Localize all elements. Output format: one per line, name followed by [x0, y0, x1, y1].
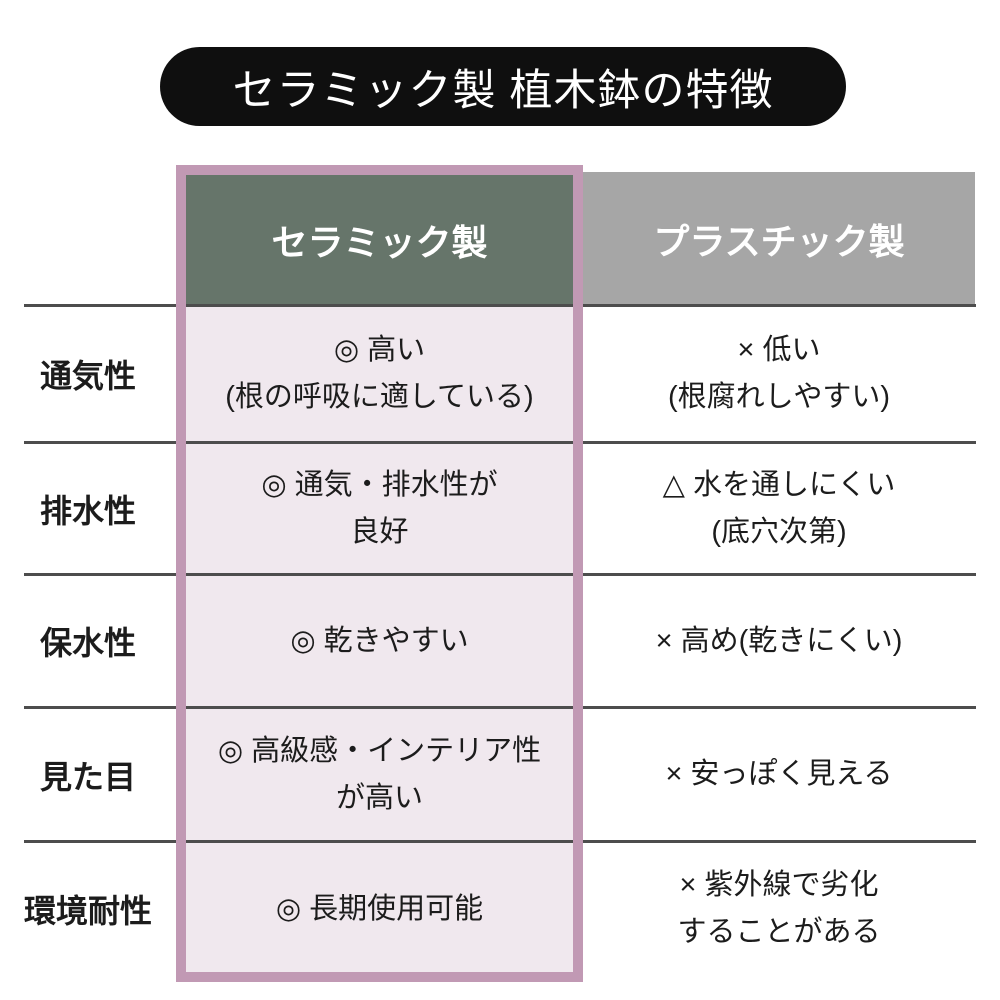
divider-row-1 [24, 441, 976, 444]
cell-ceramic-drainage: ◎ 通気・排水性が 良好 [186, 444, 573, 573]
cell-plastic-breathability: × 低い (根腐れしやすい) [583, 307, 975, 441]
row-label-drainage: 排水性 [39, 492, 136, 529]
cell-ceramic-water-retention: ◎ 乾きやすい [186, 576, 573, 706]
cell-line: (底穴次第) [711, 515, 847, 548]
divider-header [24, 304, 976, 307]
cell-line: ◎ 長期使用可能 [275, 892, 484, 925]
cell-ceramic-appearance: ◎ 高級感・インテリア性 が高い [186, 709, 573, 840]
plastic-column-header: プラスチック製 [583, 172, 975, 305]
divider-row-4 [24, 840, 976, 843]
cell-line: (根の呼吸に適している) [225, 381, 534, 413]
row-label-appearance: 見た目 [39, 758, 136, 795]
cell-ceramic-breathability: ◎ 高い (根の呼吸に適している) [186, 307, 573, 441]
row-label-water-retention: 保水性 [39, 625, 136, 661]
title-pill: セラミック製 植木鉢の特徴 [160, 47, 846, 126]
cell-ceramic-environmental-durability: ◎ 長期使用可能 [186, 843, 573, 975]
cell-line: (根腐れしやすい) [667, 381, 891, 413]
page-title: セラミック製 植木鉢の特徴 [232, 66, 774, 115]
divider-row-2 [24, 573, 976, 576]
cell-line: 良好 [350, 515, 409, 548]
cell-line: × 紫外線で劣化 [679, 869, 879, 901]
cell-line: △ 水を通しにくい [662, 468, 896, 501]
cell-line: × 高め(乾きにくい) [655, 624, 903, 657]
ceramic-column-header-label: セラミック製 [271, 222, 488, 263]
row-label-environmental-durability: 環境耐性 [23, 893, 152, 929]
cell-line: ◎ 通気・排水性が [261, 468, 498, 501]
cell-line: することがある [677, 916, 881, 948]
plastic-column-header-label: プラスチック製 [653, 220, 905, 262]
cell-line: ◎ 高い [333, 334, 426, 366]
ceramic-column-header: セラミック製 [186, 175, 573, 305]
cell-line: × 低い [737, 334, 821, 366]
cell-line: × 安っぽく見える [665, 758, 893, 790]
cell-line: が高い [335, 781, 423, 814]
cell-plastic-environmental-durability: × 紫外線で劣化 することがある [583, 843, 975, 975]
cell-plastic-drainage: △ 水を通しにくい (底穴次第) [583, 444, 975, 573]
row-label-breathability: 通気性 [39, 358, 136, 394]
divider-row-3 [24, 706, 976, 709]
cell-plastic-water-retention: × 高め(乾きにくい) [583, 576, 975, 706]
cell-plastic-appearance: × 安っぽく見える [583, 709, 975, 840]
cell-line: ◎ 高級感・インテリア性 [217, 734, 542, 767]
cell-line: ◎ 乾きやすい [290, 624, 469, 657]
